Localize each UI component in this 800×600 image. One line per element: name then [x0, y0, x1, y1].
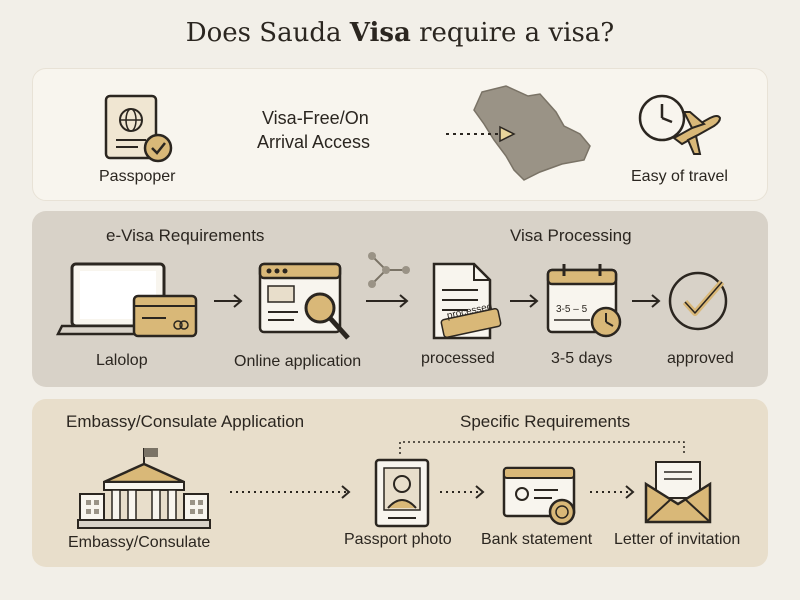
dotted-arrow-3 — [590, 485, 635, 499]
embassy-building-icon — [77, 448, 211, 529]
arrow-4 — [632, 294, 661, 308]
travel-label: Easy of travel — [631, 168, 728, 185]
photo-label: Passport photo — [344, 531, 452, 548]
arrow-2 — [366, 294, 409, 308]
online-app-icon — [258, 262, 350, 340]
requirements-heading: Specific Requirements — [460, 412, 631, 431]
saudi-map-icon — [446, 85, 591, 181]
passport-icon — [104, 94, 173, 163]
dotted-arrow-2 — [440, 485, 485, 499]
bank-label: Bank statement — [481, 531, 593, 548]
calendar-icon — [546, 264, 622, 338]
laptop-card-icon — [55, 262, 198, 338]
embassy-label: Embassy/Consulate — [68, 534, 211, 551]
online-label: Online application — [234, 353, 362, 370]
arrow-1 — [214, 294, 243, 308]
letter-label: Letter of invitation — [614, 531, 741, 548]
document-icon — [432, 262, 502, 340]
passport-label: Passpoper — [99, 168, 176, 185]
passport-photo-icon — [374, 458, 430, 528]
access-line2: Arrival Access — [257, 132, 371, 152]
bank-statement-icon — [502, 466, 576, 526]
approved-label: approved — [667, 350, 734, 367]
arrow-3 — [510, 294, 539, 308]
letter-invitation-icon — [644, 461, 712, 524]
checkmark-icon — [668, 271, 728, 331]
dotted-arrow-1 — [230, 485, 351, 499]
access-line1: Visa-Free/On — [262, 108, 369, 128]
laptop-label: Lalolop — [96, 352, 148, 369]
network-icon — [368, 252, 410, 288]
clock-plane-icon — [638, 94, 722, 155]
processing-heading: Visa Processing — [510, 226, 632, 245]
page-title: Does Sauda Visa require a visa? — [185, 18, 615, 48]
calendar-text: 3-5 – 5 — [556, 304, 588, 315]
processed-label: processed — [421, 350, 495, 367]
days-label: 3-5 days — [551, 350, 613, 367]
requirements-bracket — [399, 441, 685, 454]
evisa-heading: e-Visa Requirements — [106, 226, 265, 245]
embassy-heading: Embassy/Consulate Application — [66, 412, 305, 431]
